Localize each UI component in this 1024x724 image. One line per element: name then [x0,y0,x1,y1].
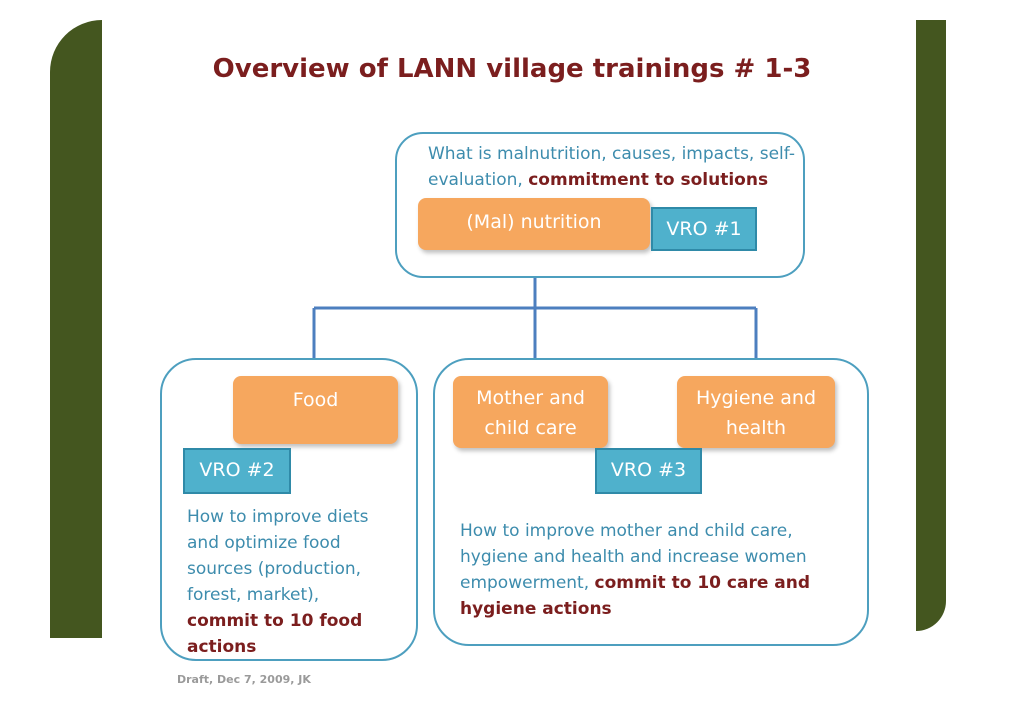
vro-2-label: VRO #2 [199,459,275,481]
vro-3-label: VRO #3 [610,459,687,481]
slide-title: Overview of LANN village trainings # 1-3 [212,54,812,84]
decorative-band-left [50,20,102,638]
food-commitment: commit to 10 food actions [187,611,363,657]
node-mother-child-care-line-2: child care [484,417,577,439]
care-description: How to improve mother and child care, hy… [460,518,820,622]
node-hygiene-health-line-2: health [725,417,787,439]
malnutrition-description-text: What is malnutrition, causes, impacts, s… [428,144,795,190]
vro-2-badge: VRO #2 [183,448,291,494]
food-description-text: How to improve diets and optimize food s… [187,507,369,605]
node-hygiene-health-line-1: Hygiene and [695,387,817,409]
care-description-text: How to improve mother and child care, hy… [460,521,807,593]
malnutrition-description: What is malnutrition, causes, impacts, s… [428,141,800,193]
decorative-band-right [916,20,946,631]
node-mother-child-care-line-1: Mother and [476,387,585,409]
node-food-label: Food [292,389,339,411]
vro-1-label: VRO #1 [666,218,742,240]
node-hygiene-health: Hygiene and health [677,376,835,448]
node-mother-child-care: Mother and child care [453,376,608,448]
vro-1-badge: VRO #1 [651,207,757,251]
vro-3-badge: VRO #3 [595,448,702,494]
node-mal-nutrition: (Mal) nutrition [418,198,650,250]
draft-footer: Draft, Dec 7, 2009, JK [177,673,311,686]
node-mal-nutrition-label: (Mal) nutrition [466,211,602,233]
malnutrition-commitment: commitment to solutions [528,170,769,190]
node-food: Food [233,376,398,444]
food-description: How to improve diets and optimize food s… [187,504,387,660]
care-commitment: commit to 10 care and hygiene actions [460,573,811,619]
